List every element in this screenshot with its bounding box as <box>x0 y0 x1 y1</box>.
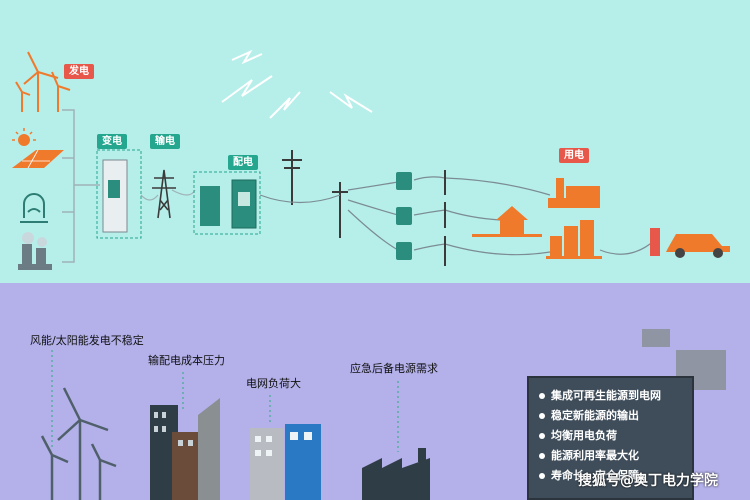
benefits-panel: 集成可再生能源到电网 稳定新能源的输出 均衡用电负荷 能源利用率最大化 寿命长，… <box>527 376 694 500</box>
tag-distribution: 配电 <box>228 155 258 170</box>
office-buildings-icon <box>250 424 321 500</box>
hydro-dam-icon <box>20 193 48 223</box>
electric-car-icon <box>666 234 730 258</box>
tag-transform: 变电 <box>97 134 127 149</box>
benefit-item: 集成可再生能源到电网 <box>539 386 692 406</box>
benefit-item: 能源利用率最大化 <box>539 446 692 466</box>
challenge-grid-load-label: 电网负荷大 <box>246 377 301 390</box>
benefit-item: 稳定新能源的输出 <box>539 406 692 426</box>
city-buildings-icon <box>546 220 602 259</box>
charger-icon <box>650 228 660 256</box>
bullet-icon <box>539 413 545 419</box>
bullet-icon <box>539 433 545 439</box>
transmission-tower-icon <box>152 169 176 219</box>
tag-transmission: 输电 <box>150 134 180 149</box>
warehouse-icon <box>362 448 430 500</box>
bullet-icon <box>539 393 545 399</box>
city-towers-icon <box>150 398 220 500</box>
decor-block <box>642 329 670 347</box>
challenge-wind-solar-label: 风能/太阳能发电不稳定 <box>30 334 144 347</box>
solar-panel-icon <box>12 128 64 169</box>
benefit-item: 均衡用电负荷 <box>539 426 692 446</box>
benefit-item: 寿命长，安全保障 <box>539 466 692 486</box>
substation-frame <box>96 149 142 239</box>
power-pole-icon <box>282 150 348 238</box>
house-icon <box>472 206 542 237</box>
tag-consumption: 用电 <box>559 148 589 163</box>
factory-icon <box>548 178 600 208</box>
transformer-icon <box>200 186 220 226</box>
benefits-list: 集成可再生能源到电网 稳定新能源的输出 均衡用电负荷 能源利用率最大化 寿命长，… <box>529 378 692 486</box>
wind-turbine-icon <box>15 51 71 112</box>
lightning-icon <box>221 49 373 119</box>
challenge-backup-demand-label: 应急后备电源需求 <box>350 362 438 375</box>
pole-transformer-icon <box>396 172 412 260</box>
bullet-icon <box>539 473 545 479</box>
wind-farm-icon <box>40 387 117 500</box>
challenge-transmission-cost-label: 输配电成本压力 <box>148 354 225 367</box>
thermal-plant-icon <box>18 232 52 270</box>
bullet-icon <box>539 453 545 459</box>
tag-generation: 发电 <box>64 64 94 79</box>
watermark: 搜狐号@奥丁电力学院 <box>578 473 718 489</box>
distribution-frame <box>193 171 261 235</box>
